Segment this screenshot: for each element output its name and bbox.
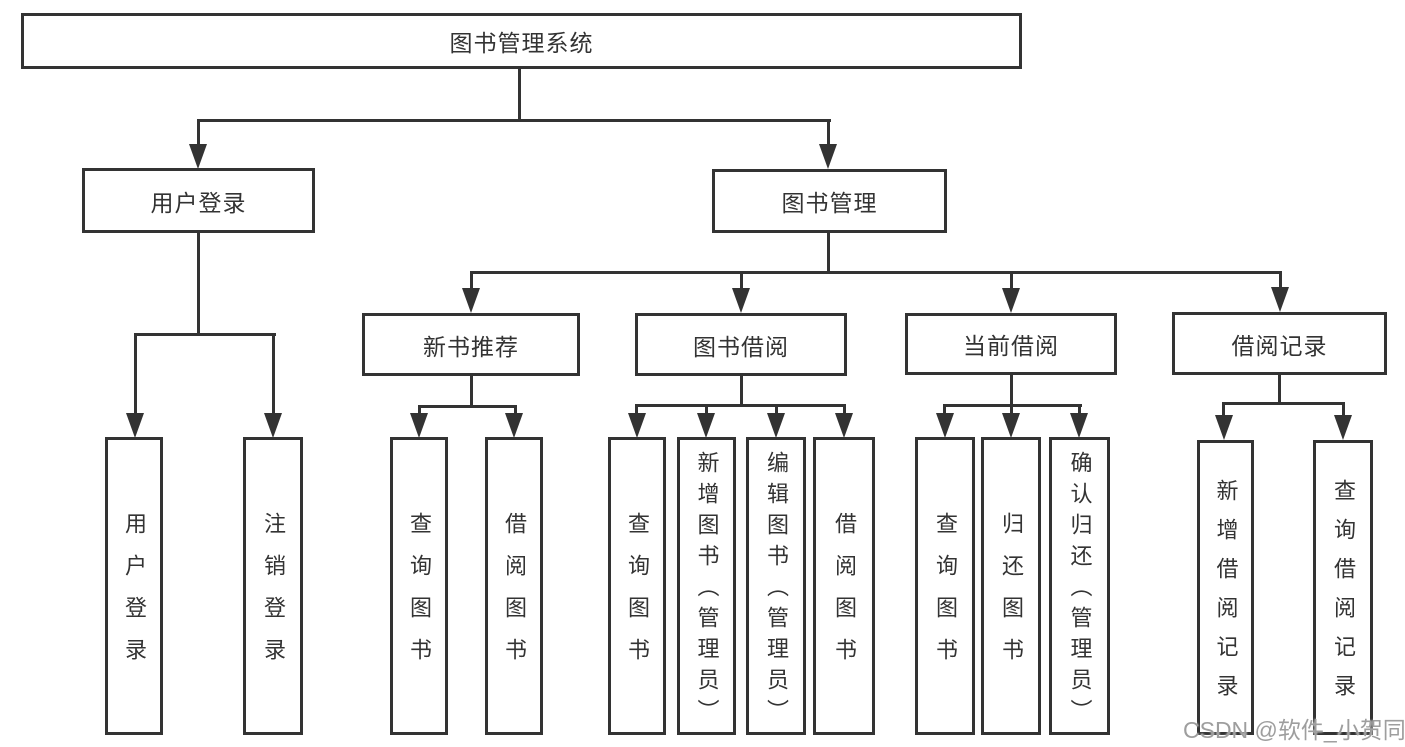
leaf-edit-book-admin: 编辑图书（管理员） [746,437,806,735]
arrow-down-icon [126,413,144,438]
arrow-down-icon [835,413,853,438]
connector-line [705,404,708,415]
arrow-down-icon [767,413,785,438]
connector-line [197,119,831,122]
arrow-down-icon [936,413,954,438]
leaf-add-borrow-record: 新增借阅记录 [1197,440,1254,735]
connector-line [470,271,473,290]
node-user-login: 用户登录 [82,168,315,233]
connector-line [418,405,421,415]
connector-line [134,333,137,415]
connector-line [470,376,473,407]
connector-line [775,404,778,415]
node-root-label: 图书管理系统 [449,30,594,56]
node-borrowing-records: 借阅记录 [1172,312,1387,375]
arrow-down-icon [1070,413,1088,438]
connector-line [134,333,276,336]
node-book-borrowing-label: 图书借阅 [693,333,789,360]
node-new-book-recommendation-label: 新书推荐 [423,333,519,360]
leaf-return-book-label: 归还图书 [999,512,1024,680]
arrow-down-icon [697,413,715,438]
connector-line [197,119,200,149]
connector-line [272,333,275,415]
leaf-logout: 注销登录 [243,437,303,735]
connector-line [1278,375,1281,405]
connector-line [514,405,517,415]
connector-line [1279,271,1282,289]
leaf-user-login-label: 用户登录 [122,512,147,680]
connector-line [943,404,946,415]
node-book-management-label: 图书管理 [781,190,878,216]
connector-line [418,405,517,408]
leaf-query-book-recommend: 查询图书 [390,437,448,735]
node-new-book-recommendation: 新书推荐 [362,313,580,376]
arrow-down-icon [1002,288,1020,313]
leaf-logout-label: 注销登录 [261,512,286,680]
connector-line [518,69,521,121]
leaf-return-book: 归还图书 [981,437,1041,735]
connector-line [827,233,830,273]
leaf-query-book-borrowing: 查询图书 [608,437,666,735]
connector-line [635,404,846,407]
leaf-confirm-return-admin-label: 确认归还（管理员） [1067,451,1093,730]
leaf-add-book-admin: 新增图书（管理员） [677,437,736,735]
arrow-down-icon [264,413,282,438]
node-root: 图书管理系统 [21,13,1022,69]
node-book-management: 图书管理 [712,169,947,233]
node-user-login-label: 用户登录 [150,189,247,216]
leaf-user-login: 用户登录 [105,437,163,735]
node-borrowing-records-label: 借阅记录 [1231,332,1328,359]
arrow-down-icon [1002,413,1020,438]
watermark: CSDN @软件_小贺同学 [1183,717,1405,743]
arrow-down-icon [462,288,480,313]
leaf-add-borrow-record-label: 新增借阅记录 [1213,479,1239,713]
connector-line [843,404,846,415]
arrow-down-icon [410,413,428,438]
node-current-borrowing: 当前借阅 [905,313,1117,375]
leaf-query-borrow-record: 查询借阅记录 [1313,440,1373,735]
connector-line [1078,404,1081,415]
node-book-borrowing: 图书借阅 [635,313,847,376]
leaf-query-book-recommend-label: 查询图书 [407,512,432,680]
arrow-down-icon [819,144,837,169]
leaf-borrow-book-borrowing-label: 借阅图书 [832,512,857,680]
connector-line [1342,402,1345,416]
leaf-borrow-book-recommend: 借阅图书 [485,437,543,735]
connector-line [740,271,743,290]
leaf-confirm-return-admin: 确认归还（管理员） [1049,437,1110,735]
connector-line [635,404,638,415]
connector-line [1010,375,1013,407]
leaf-add-book-admin-label: 新增图书（管理员） [694,451,720,730]
leaf-edit-book-admin-label: 编辑图书（管理员） [764,451,789,730]
arrow-down-icon [1215,415,1233,440]
arrow-down-icon [1334,415,1352,440]
node-current-borrowing-label: 当前借阅 [963,333,1059,359]
arrow-down-icon [189,144,207,169]
connector-line [1010,271,1013,290]
leaf-query-book-current-label: 查询图书 [933,512,958,680]
leaf-query-book-current: 查询图书 [915,437,975,735]
connector-line [197,233,200,336]
connector-line [740,376,743,407]
arrow-down-icon [1271,287,1289,312]
connector-line [470,271,1282,274]
arrow-down-icon [628,413,646,438]
leaf-query-book-borrowing-label: 查询图书 [625,512,650,680]
leaf-borrow-book-recommend-label: 借阅图书 [502,512,527,680]
connector-line [1222,402,1225,416]
arrow-down-icon [505,413,523,438]
leaf-borrow-book-borrowing: 借阅图书 [813,437,875,735]
arrow-down-icon [732,288,750,313]
connector-line [1010,404,1013,415]
leaf-query-borrow-record-label: 查询借阅记录 [1331,479,1356,713]
connector-line [827,119,830,149]
connector-line [1222,402,1345,405]
